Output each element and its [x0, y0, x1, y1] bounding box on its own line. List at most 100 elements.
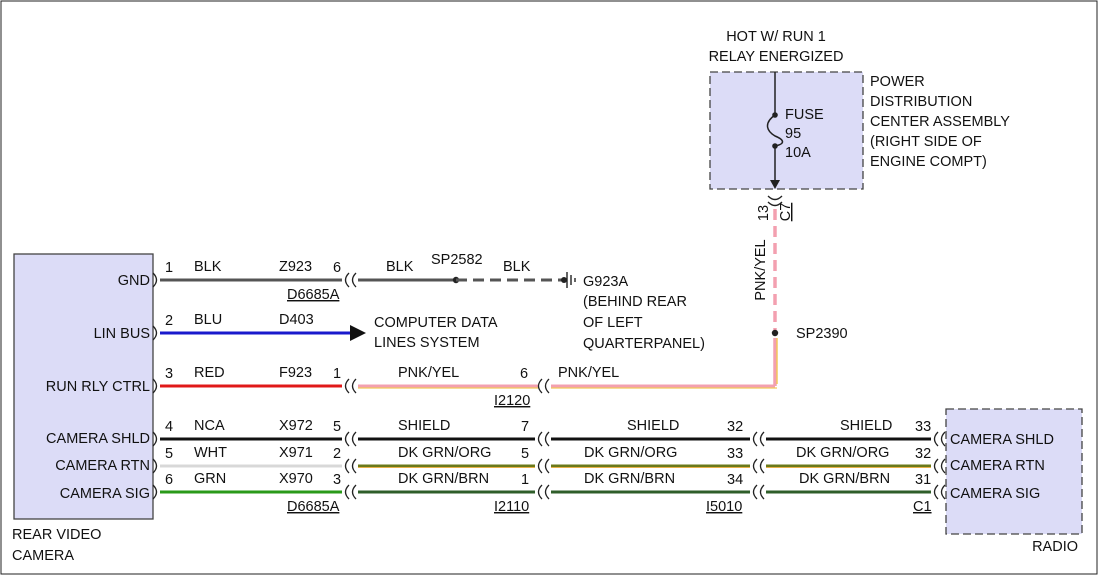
lin-arrow [350, 325, 366, 341]
i5010-id: I5010 [706, 499, 742, 515]
c7-connector-symbol [767, 195, 783, 201]
gnd-color-3: BLK [503, 259, 531, 275]
gnd-color-2: BLK [386, 259, 414, 275]
radio-pin-sig: CAMERA SIG [950, 486, 1040, 502]
camera-pin-label-lin: LIN BUS [94, 326, 150, 342]
power-source-line1: HOT W/ RUN 1 [726, 29, 826, 45]
run-i2120-pin: 6 [520, 366, 528, 382]
gnd-circuit: Z923 [279, 259, 312, 275]
sp2582-label: SP2582 [431, 252, 483, 268]
fuse-label: FUSE [785, 107, 824, 123]
rtn-circuit: X971 [279, 445, 313, 461]
c1-pin-sig: 31 [915, 472, 931, 488]
rear-video-camera-box [13, 253, 154, 520]
run-circuit: F923 [279, 365, 312, 381]
lin-wire-color: BLU [194, 312, 222, 328]
camera-pin-label-sig: CAMERA SIG [60, 486, 150, 502]
power-source-line2: RELAY ENERGIZED [709, 49, 844, 65]
bus-d6685a-pin-rtn: 2 [333, 446, 341, 462]
gnd-wire-color: BLK [194, 259, 222, 275]
shld-wire-color: NCA [194, 418, 225, 434]
c7-connector-id: C7 [778, 203, 794, 222]
ground-symbol [566, 272, 576, 288]
seg1-shield: SHIELD [398, 418, 450, 434]
camera-connector-symbols [152, 272, 158, 500]
radio-pin-shld: CAMERA SHLD [950, 432, 1054, 448]
seg2-shield: SHIELD [627, 418, 679, 434]
c1-connector [933, 431, 946, 500]
gnd-d6685a-pin: 6 [333, 260, 341, 276]
bus-d6685a-connector [344, 431, 357, 500]
ground-id: G923A [583, 274, 628, 290]
shld-circuit: X972 [279, 418, 313, 434]
rtn-pin: 5 [165, 446, 173, 462]
i5010-connector [752, 431, 765, 500]
seg3-rtn-color: DK GRN/ORG [796, 445, 889, 461]
ground-loc-1: (BEHIND REAR [583, 294, 687, 310]
fuse-rating: 10A [785, 145, 811, 161]
i2110-id: I2110 [494, 499, 529, 515]
seg1-sig-color: DK GRN/BRN [398, 471, 489, 487]
i2110-pin-shld: 7 [521, 419, 529, 435]
i2120-connector [537, 378, 550, 394]
shld-pin: 4 [165, 419, 173, 435]
camera-name-2: CAMERA [12, 548, 74, 564]
camera-name-1: REAR VIDEO [12, 527, 101, 543]
lin-pin: 2 [165, 313, 173, 329]
bus-d6685a-id: D6685A [287, 499, 340, 515]
radio-name: RADIO [1032, 539, 1078, 555]
pdc-label-3: CENTER ASSEMBLY [870, 114, 1010, 130]
sp2390-label: SP2390 [796, 326, 848, 342]
c1-pin-rtn: 32 [915, 446, 931, 462]
seg3-sig-color: DK GRN/BRN [799, 471, 890, 487]
bus-d6685a-pin-shld: 5 [333, 419, 341, 435]
c1-pin-shld: 33 [915, 419, 931, 435]
i2110-connector [537, 431, 550, 500]
pdc-label-2: DISTRIBUTION [870, 94, 972, 110]
seg2-rtn-color: DK GRN/ORG [584, 445, 677, 461]
run-color-3: PNK/YEL [558, 365, 619, 381]
c1-id: C1 [913, 499, 932, 515]
fuse-number: 95 [785, 126, 801, 142]
sp2390-splice-dot [771, 329, 779, 337]
lin-dest-1: COMPUTER DATA [374, 315, 498, 331]
pdc-label-5: ENGINE COMPT) [870, 154, 987, 170]
i5010-pin-rtn: 33 [727, 446, 743, 462]
i5010-pin-sig: 34 [727, 472, 743, 488]
pdc-label-1: POWER [870, 74, 925, 90]
rtn-wire-color: WHT [194, 445, 227, 461]
gnd-pin: 1 [165, 260, 173, 276]
sig-circuit: X970 [279, 471, 313, 487]
gnd-d6685a-id: D6685A [287, 287, 340, 303]
seg3-shield: SHIELD [840, 418, 892, 434]
gnd-d6685a-connector [344, 272, 357, 288]
lin-dest-2: LINES SYSTEM [374, 335, 480, 351]
i2110-pin-rtn: 5 [521, 446, 529, 462]
run-pin: 3 [165, 366, 173, 382]
fuse-95 [766, 72, 784, 189]
radio-pin-rtn: CAMERA RTN [950, 458, 1045, 474]
ground-loc-2: OF LEFT [583, 315, 643, 331]
run-d6685a-connector [344, 378, 357, 394]
run-color-2: PNK/YEL [398, 365, 459, 381]
i2110-pin-sig: 1 [521, 472, 529, 488]
c7-pin: 13 [756, 205, 772, 221]
camera-pin-label-run: RUN RLY CTRL [46, 379, 150, 395]
camera-pin-label-rtn: CAMERA RTN [55, 458, 150, 474]
seg2-sig-color: DK GRN/BRN [584, 471, 675, 487]
radio-box [945, 408, 1083, 535]
i2120-id: I2120 [494, 393, 530, 409]
vertical-wire-color: PNK/YEL [753, 239, 769, 300]
i5010-pin-shld: 32 [727, 419, 743, 435]
sig-pin: 6 [165, 472, 173, 488]
lin-circuit: D403 [279, 312, 314, 328]
pdc-box [709, 71, 864, 190]
run-d6685a-pin: 1 [333, 366, 341, 382]
camera-pin-label-shld: CAMERA SHLD [46, 431, 150, 447]
bus-d6685a-pin-sig: 3 [333, 472, 341, 488]
pdc-label-4: (RIGHT SIDE OF [870, 134, 982, 150]
run-wire-color: RED [194, 365, 225, 381]
ground-loc-3: QUARTERPANEL) [583, 336, 705, 352]
